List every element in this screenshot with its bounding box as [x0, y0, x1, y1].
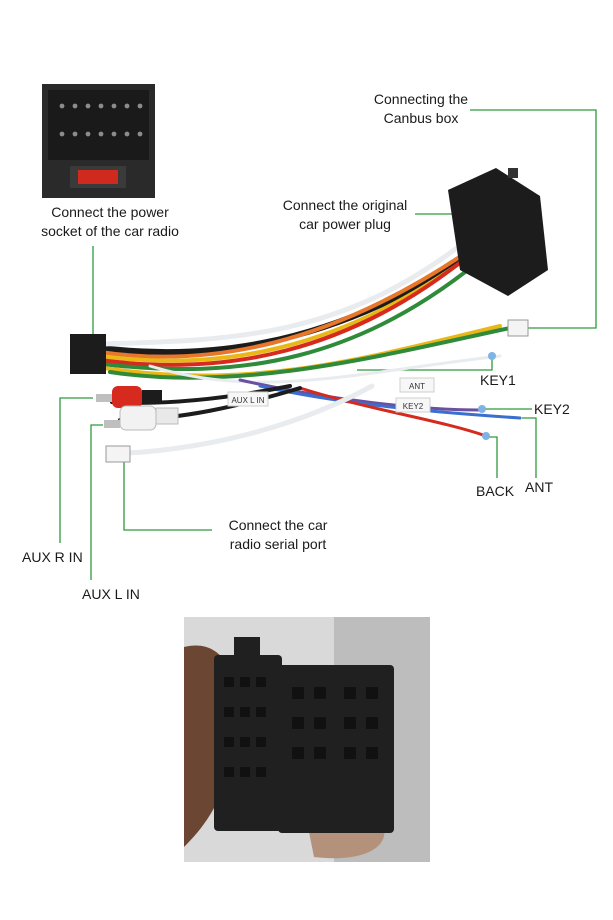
aux-r-label: AUX R IN [22, 549, 83, 565]
wire-bundle [97, 241, 522, 457]
aux-tag: AUX L IN [231, 396, 264, 405]
leader-serial [123, 460, 212, 531]
key1-label: KEY1 [480, 372, 516, 388]
socket-pins [59, 103, 143, 137]
key1-wire-tip [488, 352, 496, 360]
back-wire-tip [482, 432, 490, 440]
leader-aux-r [59, 397, 93, 543]
rca-plugs [96, 386, 179, 431]
connector-body [214, 637, 394, 833]
ant-label: ANT [525, 479, 553, 495]
leader-aux-l [90, 424, 103, 580]
original-power-plug [448, 168, 548, 296]
serial-connector [105, 445, 131, 463]
fuse [78, 170, 118, 184]
wire-tags: ANT KEY2 AUX L IN [227, 377, 435, 413]
radio-power-connector [70, 334, 106, 374]
key2-wire-tip [478, 405, 486, 413]
leader-ant [522, 417, 537, 478]
power-socket-inset [42, 84, 155, 198]
key-tag: KEY2 [403, 402, 424, 411]
canbus-connector [507, 319, 529, 337]
aux-l-label: AUX L IN [82, 586, 140, 602]
connector-hand-photo [184, 617, 430, 862]
back-label: BACK [476, 483, 515, 499]
ant-tag: ANT [409, 382, 425, 391]
key2-label: KEY2 [534, 401, 570, 417]
leader-back [486, 436, 498, 478]
leader-canbus [470, 109, 597, 329]
